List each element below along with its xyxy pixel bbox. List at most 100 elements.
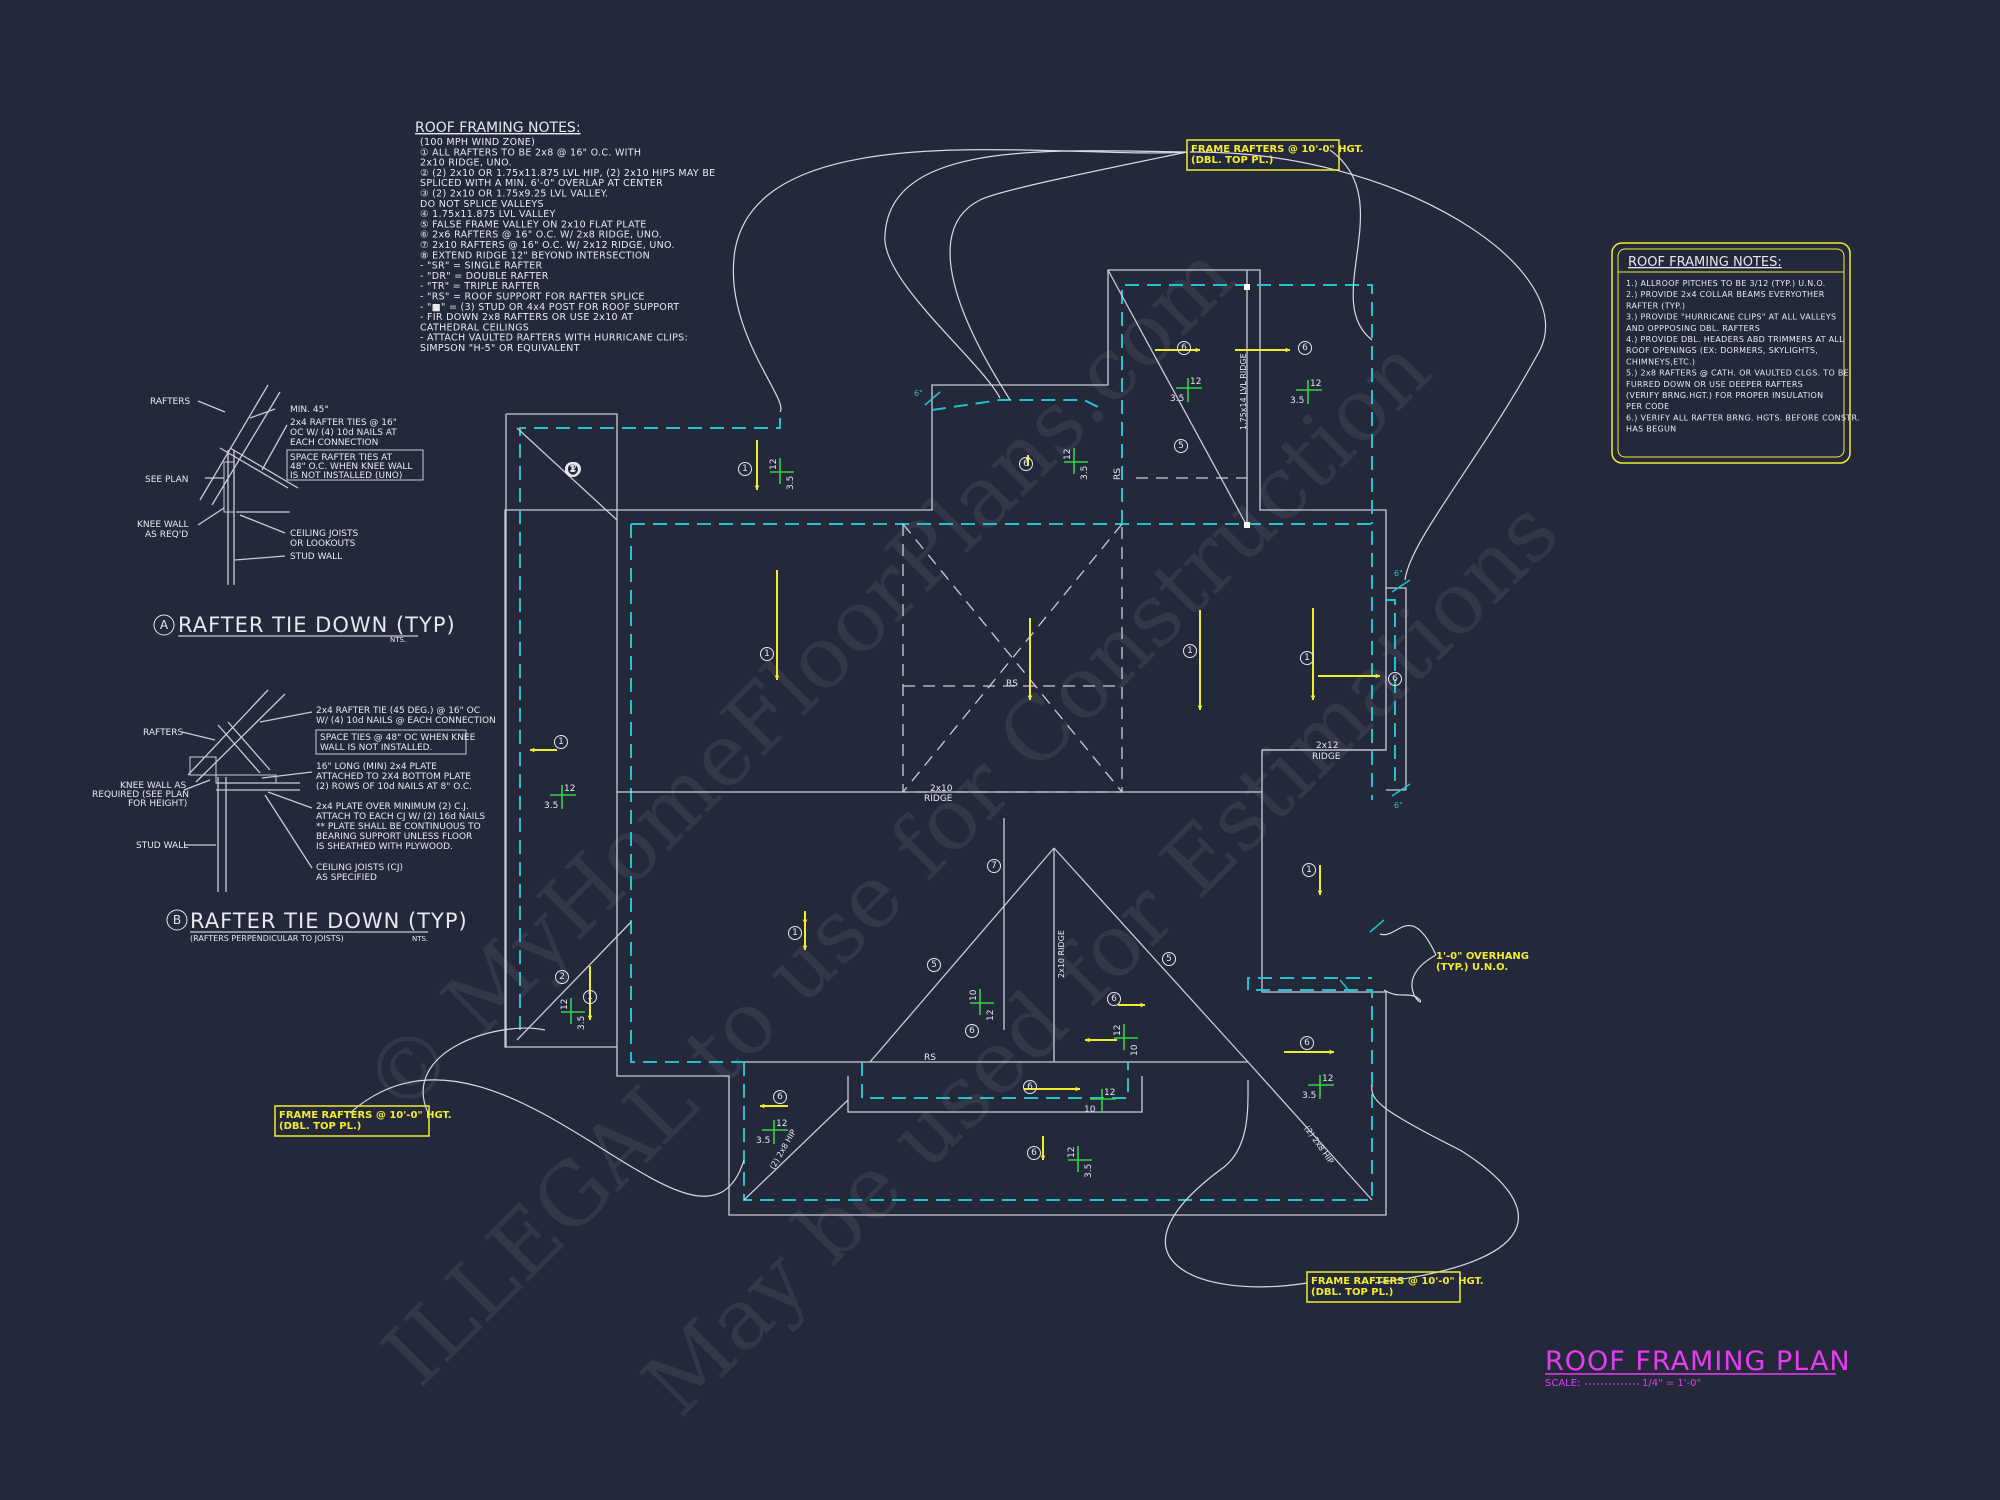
note-line: CHIMNEYS,ETC.) [1626,357,1695,366]
note-marker-circle [1177,341,1191,355]
leader [181,731,216,741]
note-marker: 1 [1183,644,1197,658]
leader-wire-overhang [1379,924,1437,1003]
note-marker: 1 [554,735,568,749]
drawing-title-block: ROOF FRAMING PLAN SCALE: 1/4" = 1'-0" [1545,1346,1851,1389]
note-line: 5.) 2x8 RAFTERS @ CATH. OR VAULTED CLGS.… [1626,369,1849,378]
detail-a-title: RAFTER TIE DOWN (TYP) [178,613,456,637]
note-marker-number: 1 [764,649,770,659]
pitch-value: 12 [1113,1025,1123,1036]
detail-b-label-over3: ** PLATE SHALL BE CONTINUOUS TO [316,822,481,832]
overhang-marks [924,391,1411,993]
note-marker-number: 1 [1306,865,1312,875]
note-line: RAFTER (TYP.) [1626,301,1685,310]
drawing-title: ROOF FRAMING PLAN [1545,1346,1851,1377]
detail-b-scale: NTS. [412,935,428,943]
lvl-ridge-label: 1.75x14 LVL RIDGE [1239,353,1248,430]
watermark-line-2: ILLEGAL to use for Construction [364,319,1450,1405]
detail-b-top-plate [189,756,217,776]
note-line: ⑤ FALSE FRAME VALLEY ON 2x10 FLAT PLATE [420,219,647,230]
ridge-2x12-size: 2x12 [1316,741,1339,751]
rafter-arrowhead [1027,695,1033,700]
note-marker-circle [555,970,569,984]
overhang-dim: 6" [1394,569,1403,578]
note-line: SPLICED WITH A MIN. 6'-0" OVERLAP AT CEN… [420,178,663,189]
note-line: CATHEDRAL CEILINGS [420,322,529,333]
detail-b-space-box [315,729,467,755]
hip-line [1247,1061,1373,1201]
detail-b-rafter-1 [187,689,269,776]
detail-b-label-over2: ATTACH TO EACH CJ W/ (2) 16d NAILS [316,812,485,822]
detail-a: RAFTERS MIN. 45° 2x4 RAFTER TIES @ 16" O… [137,384,456,644]
pitch-symbol: 123.5 [1170,377,1202,404]
drawing-scale-value: 1/4" = 1'-0" [1642,1378,1701,1389]
note-marker: 6 [773,1090,787,1104]
rafter-direction-arrows [530,347,1380,1160]
note-marker: 6 [965,1024,979,1038]
note-marker: 1 [788,926,802,940]
note-marker-circle [738,462,752,476]
pitch-value: 12 [1190,377,1201,387]
roof-outline-west-wing [504,413,618,1048]
note-marker-number: 7 [991,861,997,871]
leader [197,507,225,526]
rs-label-north: RS [1113,468,1123,480]
note-marker-number: 2 [571,464,577,474]
dashed-roof-dormer [931,399,1105,411]
rafter-arrowhead [1195,347,1200,353]
hip-label-east: (2) 2x8 HIP [1302,1124,1335,1166]
detail-b-rafter-2 [195,693,286,783]
detail-a-label-seeplan: SEE PLAN [145,475,188,485]
notes-frame-outer [1611,242,1851,464]
pitch-symbol: 123.5 [1067,1146,1094,1178]
note-line: (VERIFY BRNG.HGT.) FOR PROPER INSULATION [1626,391,1823,400]
detail-a-label-space2: 48" O.C. WHEN KNEE WALL [290,462,412,472]
note-line: FURRED DOWN OR USE DEEPER RAFTERS [1626,380,1803,389]
detail-a-label-ceil2: OR LOOKOUTS [290,539,356,549]
ridge-2x12-word: RIDGE [1312,752,1341,762]
note-line: - ATTACH VAULTED RAFTERS WITH HURRICANE … [420,333,688,344]
rs-label-south: RS [924,1053,936,1063]
detail-a-scale: NTS. [390,636,406,644]
callout-sw-box [274,1105,430,1137]
note-marker-circle [1019,457,1033,471]
note-marker-number: 1 [570,464,576,474]
pitch-value: 3.5 [544,801,558,811]
rafter-arrowhead [587,1015,593,1020]
note-marker-number: 6 [1111,994,1117,1004]
rafter-arrowhead [1197,705,1203,710]
pitch-value: 10 [1084,1105,1096,1115]
note-line: SIMPSON "H-5" OR EQUIVALENT [420,343,580,354]
note-marker-circle [1174,439,1188,453]
callout-leaders [349,149,1547,1288]
note-marker-circle [1302,863,1316,877]
note-marker-number: 1 [569,464,575,474]
pitch-value: 3.5 [1084,1164,1094,1178]
detail-a-label-space1: SPACE RAFTER TIES AT [290,453,393,463]
leader-wire-4 [1189,151,1547,581]
detail-b-label-cj1: CEILING JOISTS (CJ) [316,863,403,873]
note-line: ⑦ 2x10 RAFTERS @ 16" O.C. W/ 2x12 RIDGE,… [420,240,675,251]
note-marker-number: 1 [570,465,576,475]
callout-se-line2: (DBL. TOP PL.) [1311,1287,1393,1298]
pitch-value: 12 [986,1010,996,1021]
note-marker-number: 1 [569,465,575,475]
hip-line [516,921,632,1041]
pitch-value: 12 [564,784,575,794]
note-line: AND OPPPOSING DBL. RAFTERS [1626,324,1760,333]
dashed-roof-bump [861,1062,1129,1099]
note-marker: 6 [1023,1080,1037,1094]
ridge-2x10-size: 2x10 [930,784,953,794]
leader-wire-3 [732,149,1188,413]
leader [183,779,211,791]
callout-overhang: 1'-0" OVERHANG (TYP.) U.N.O. [1436,951,1529,973]
note-marker: 6 [1019,457,1033,471]
pitch-value: 3.5 [786,476,796,490]
note-line: 2.) PROVIDE 2x4 COLLAR BEAMS EVERYOTHER [1626,290,1825,299]
callout-top-line2: (DBL. TOP PL.) [1191,155,1273,166]
note-marker: 1 [760,647,774,661]
rafter-arrowhead [1317,890,1323,895]
detail-b-subtitle: (RAFTERS PERPENDICULAR TO JOISTS) [190,934,344,943]
pitch-value: 3.5 [577,1016,587,1030]
